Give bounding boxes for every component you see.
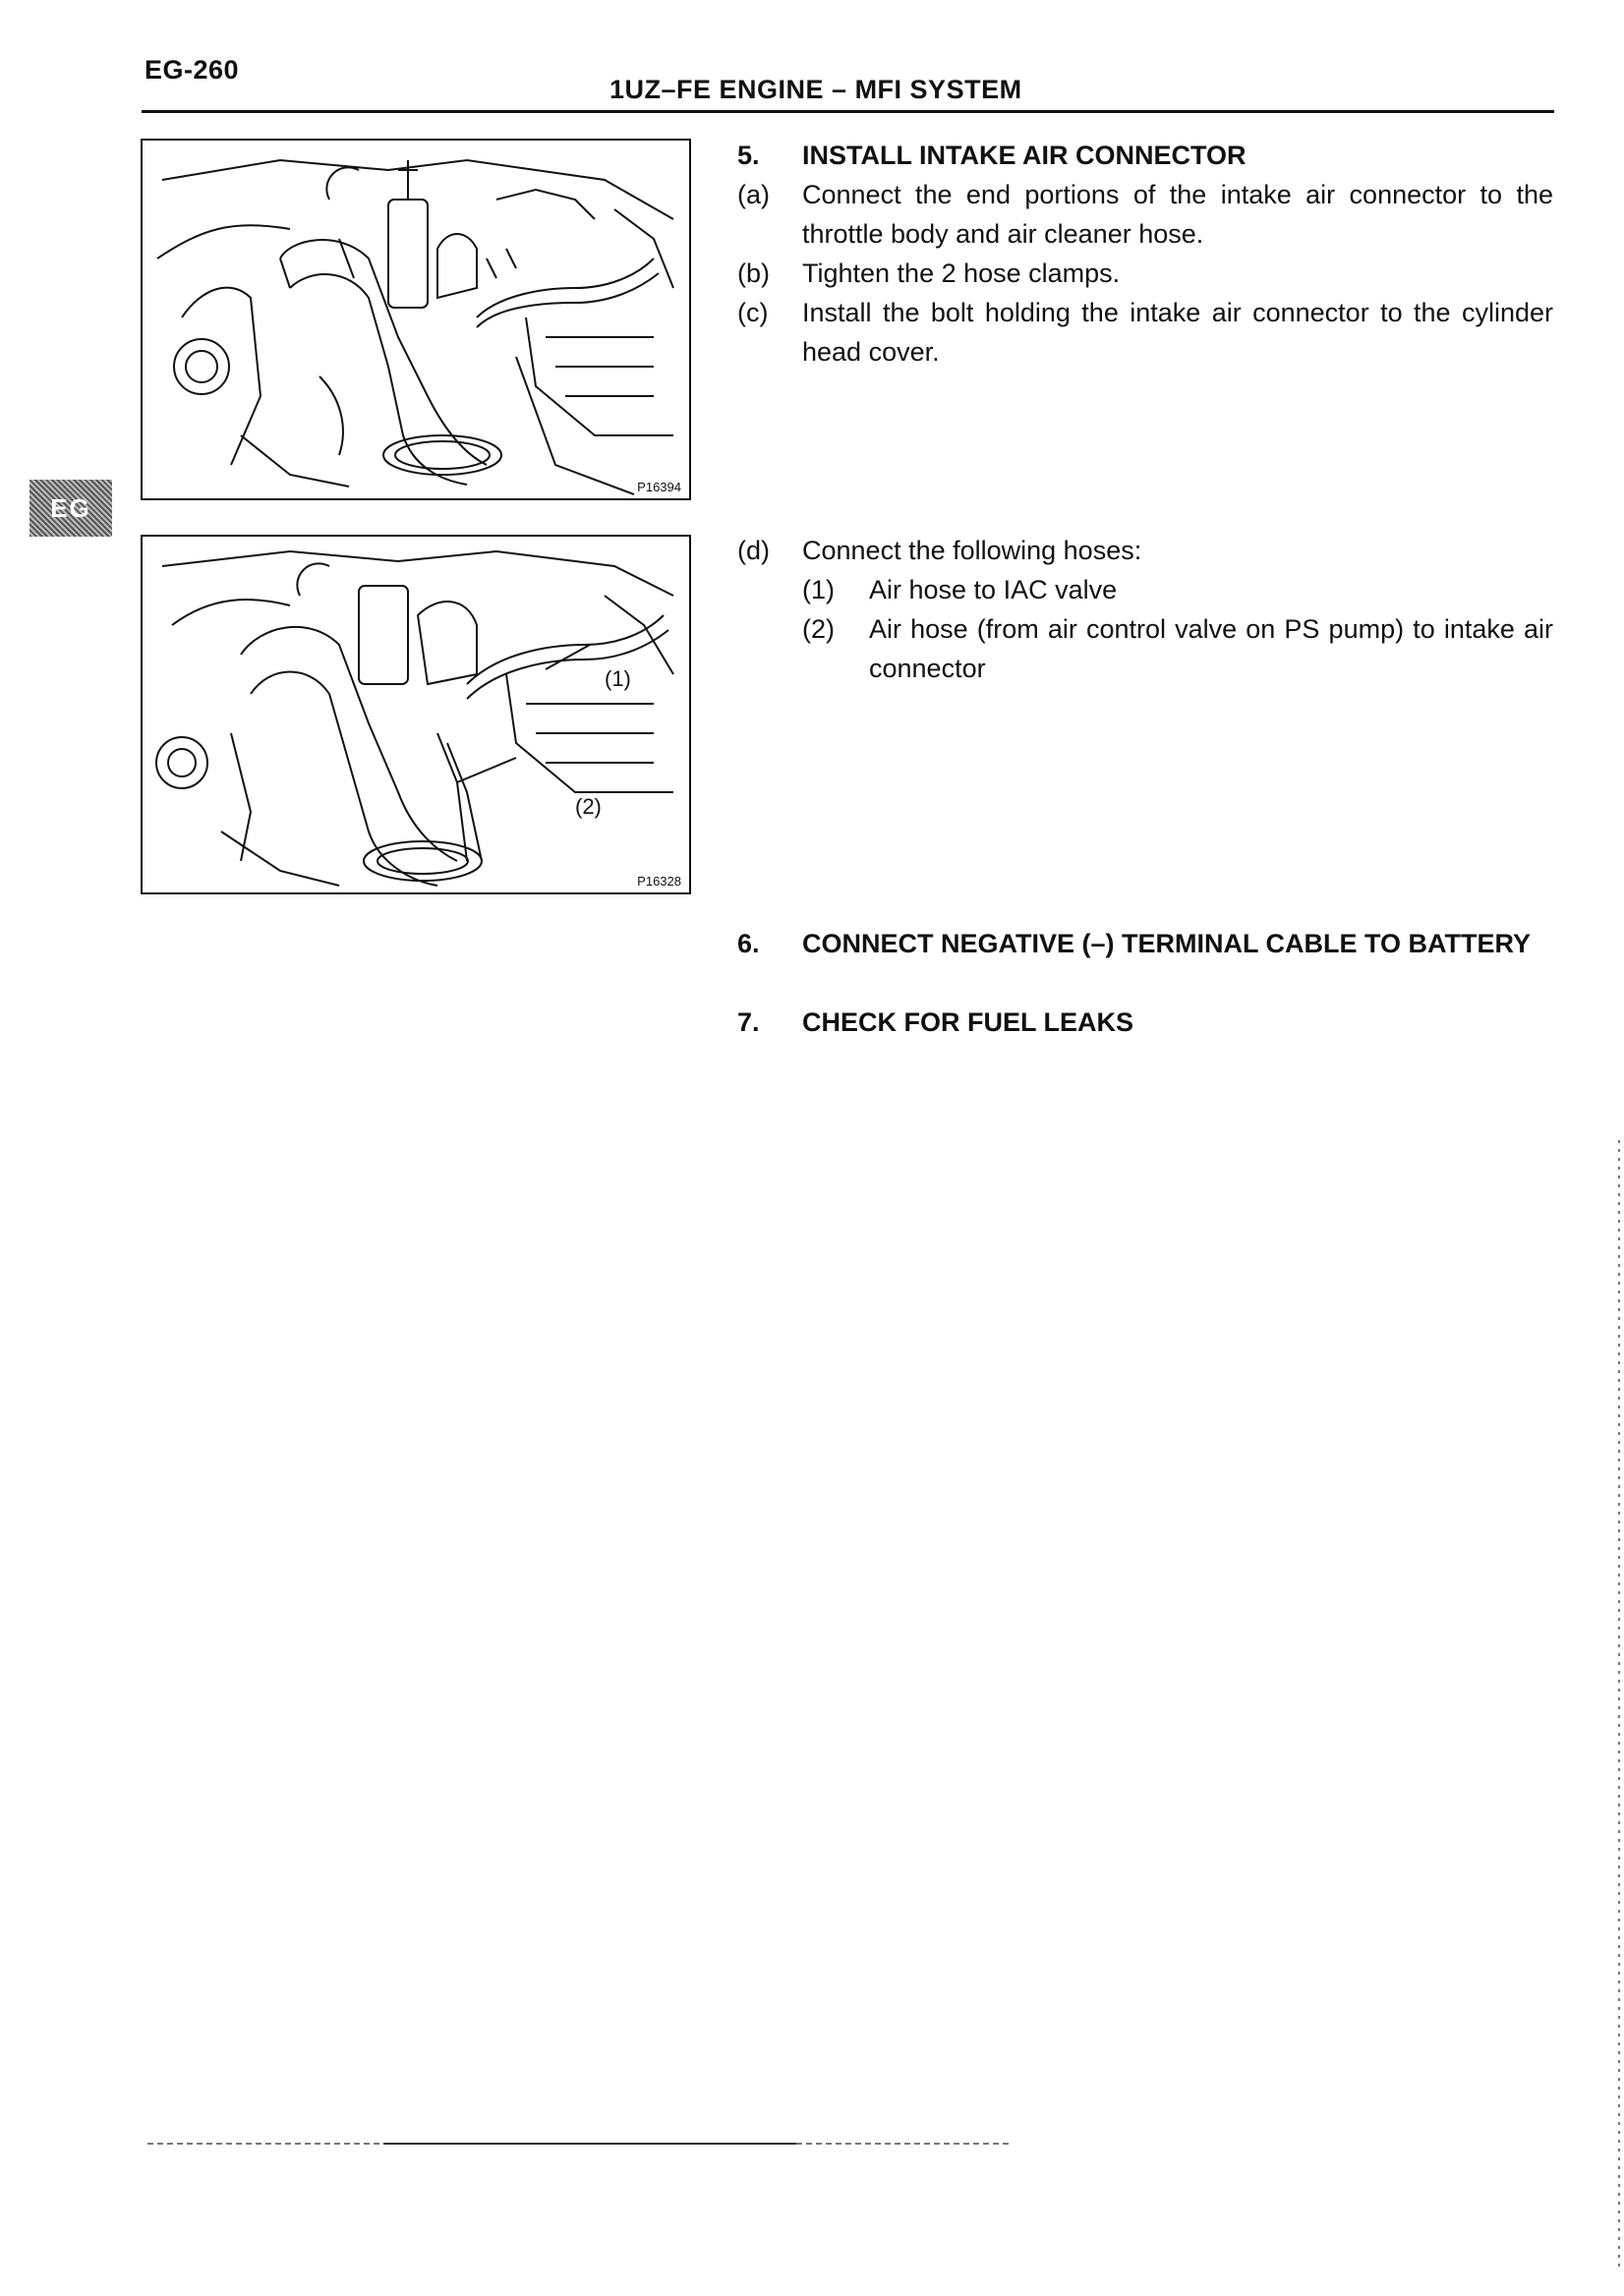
item-label: (2) — [802, 614, 835, 644]
step-5b: (b) Tighten the 2 hose clamps. — [737, 254, 1553, 293]
step-number: 6. — [737, 929, 760, 958]
step-number: 7. — [737, 1007, 760, 1037]
engine-illustration-2 — [155, 549, 674, 887]
item-text: Air hose (from air control valve on PS p… — [869, 614, 1553, 683]
item-text: Air hose to IAC valve — [869, 575, 1118, 604]
page-number: EG-260 — [145, 55, 240, 85]
figure-intake-connector: P16394 — [141, 139, 691, 500]
header-rule — [142, 110, 1554, 113]
callout-1: (1) — [605, 666, 631, 691]
section-thumb-tab: EG — [29, 480, 112, 537]
figure-id: P16394 — [637, 480, 681, 494]
step-7-heading: 7. CHECK FOR FUEL LEAKS — [737, 1003, 1553, 1042]
footer-solid-line — [383, 2143, 796, 2145]
substep-label: (c) — [737, 298, 769, 327]
substep-label: (a) — [737, 180, 770, 209]
substep-text: Connect the end portions of the intake a… — [802, 180, 1553, 249]
section-title: 1UZ–FE ENGINE – MFI SYSTEM — [609, 75, 1022, 104]
step-5c: (c) Install the bolt holding the intake … — [737, 293, 1553, 372]
substep-label: (b) — [737, 258, 770, 288]
step-5-heading: 5. INSTALL INTAKE AIR CONNECTOR — [737, 136, 1553, 175]
item-label: (1) — [802, 575, 835, 604]
step-number: 5. — [737, 141, 760, 170]
step-5d-item-2: (2) Air hose (from air control valve on … — [802, 609, 1553, 688]
step-6-heading: 6. CONNECT NEGATIVE (–) TERMINAL CABLE T… — [737, 924, 1553, 963]
step-title: INSTALL INTAKE AIR CONNECTOR — [802, 141, 1247, 170]
step-5d: (d) Connect the following hoses: — [737, 531, 1553, 570]
step-5a: (a) Connect the end portions of the inta… — [737, 175, 1553, 254]
page-edge-dots — [1618, 1140, 1620, 2270]
step-title: CONNECT NEGATIVE (–) TERMINAL CABLE TO B… — [802, 929, 1532, 958]
figure-id: P16328 — [637, 874, 681, 889]
step-title: CHECK FOR FUEL LEAKS — [802, 1007, 1134, 1037]
substep-label: (d) — [737, 536, 770, 565]
substep-text: Tighten the 2 hose clamps. — [802, 258, 1121, 288]
step-5d-item-1: (1) Air hose to IAC valve — [802, 570, 1553, 609]
callout-2: (2) — [575, 794, 602, 819]
section-thumb-label: EG — [50, 492, 91, 523]
substep-text: Connect the following hoses: — [802, 536, 1142, 565]
figure-hoses: (1) (2) P16328 — [141, 535, 691, 894]
substep-text: Install the bolt holding the intake air … — [802, 298, 1553, 367]
engine-illustration-1 — [156, 158, 674, 495]
